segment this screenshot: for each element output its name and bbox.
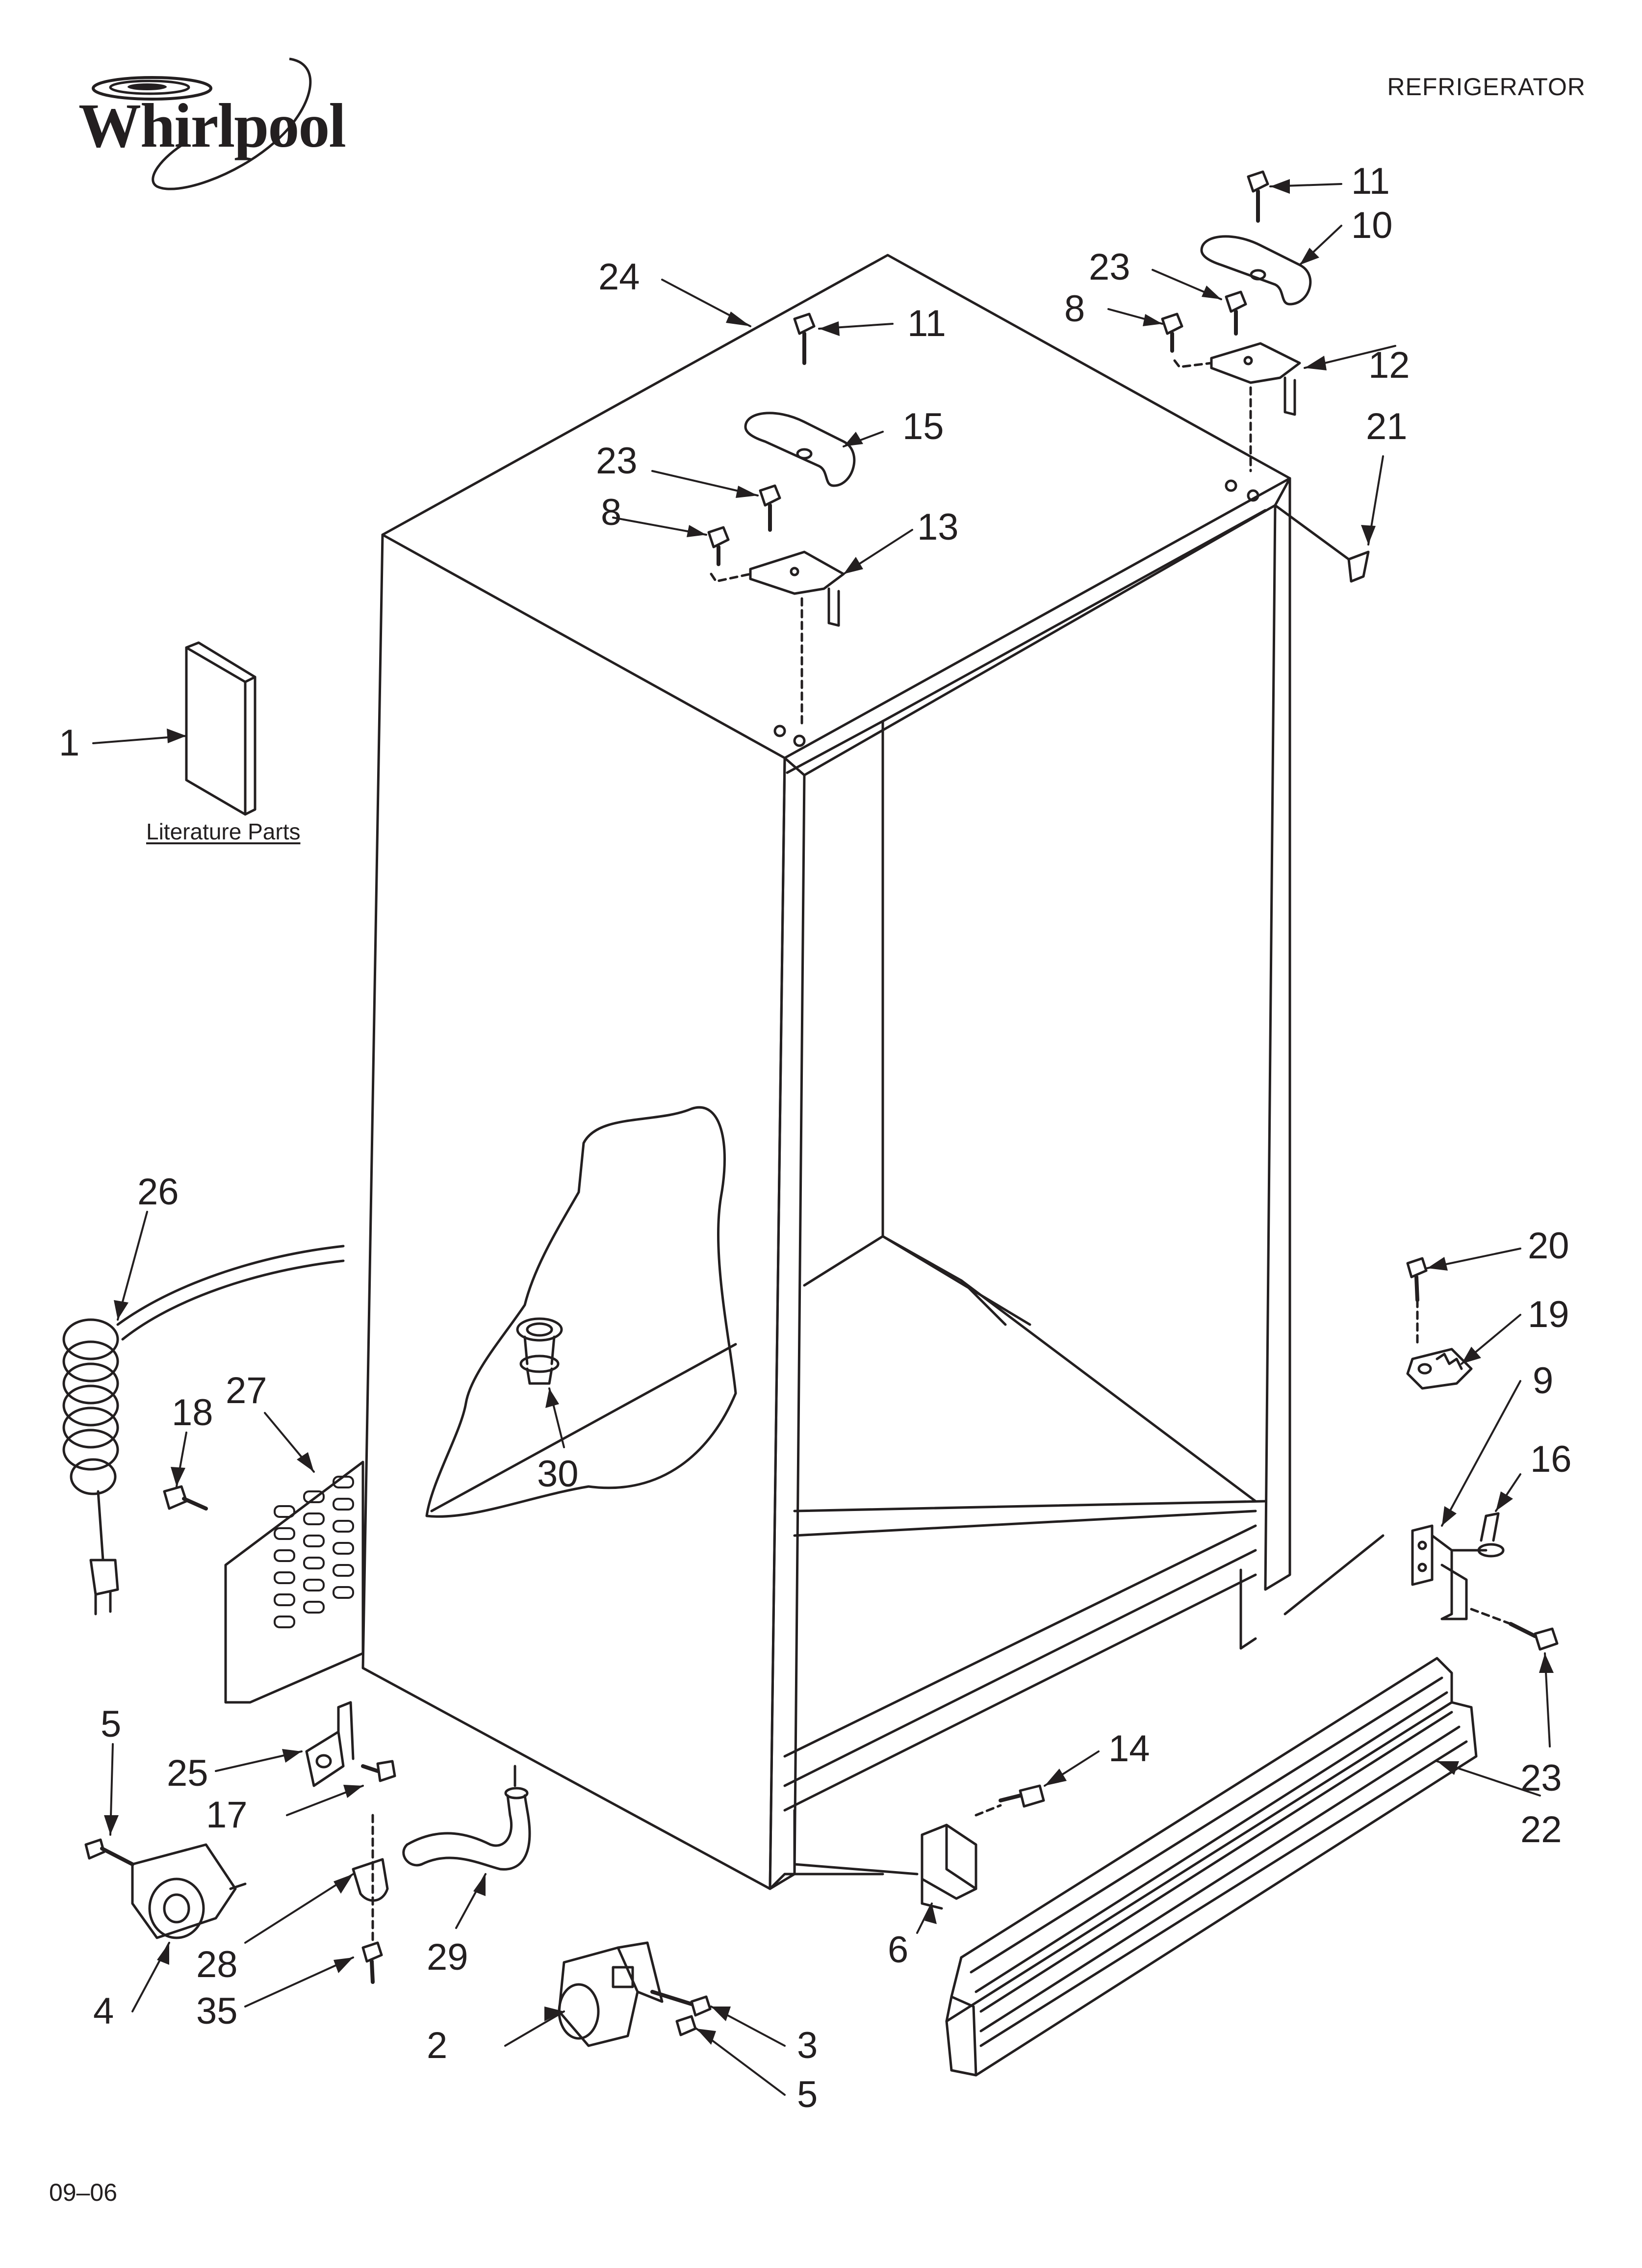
top-hinge-left-assembly [707, 313, 856, 747]
callout-24: 24 [598, 256, 640, 298]
top-hinge-right-assembly [1161, 170, 1312, 502]
part-19-hinge-cover [1406, 1348, 1473, 1390]
part-25-bracket [305, 1701, 355, 1787]
callout-3: 3 [797, 2025, 818, 2066]
callout-14: 14 [1108, 1728, 1150, 1770]
callout-30: 30 [537, 1453, 579, 1495]
callout-15: 15 [902, 406, 944, 447]
part-17-screw [361, 1760, 396, 1782]
callout-20: 20 [1528, 1225, 1569, 1267]
logo-swirl-icon [92, 57, 312, 190]
callout-21: 21 [1366, 406, 1408, 447]
part-5-screw-bottom [675, 2015, 697, 2036]
callout-25: 25 [167, 1752, 208, 1794]
callout-23-top-right: 23 [1089, 246, 1130, 288]
cabinet-shell [361, 254, 1385, 1890]
part-27-rear-grille [224, 1460, 364, 1704]
callout-4: 4 [93, 1990, 114, 2032]
part-18-screw [163, 1485, 208, 1511]
part-1-literature-booklet [185, 641, 257, 816]
callout-2: 2 [427, 2025, 447, 2066]
part-9-lower-hinge [1411, 1524, 1488, 1620]
part-6-grille-clip [921, 1824, 977, 1910]
callout-18: 18 [172, 1392, 213, 1434]
callout-26: 26 [137, 1171, 179, 1213]
part-2-rear-roller [558, 1941, 664, 2047]
callout-28: 28 [196, 1944, 238, 1985]
callout-8-left: 8 [601, 492, 621, 533]
leader-arrowheads [104, 179, 1554, 2045]
part-21-clip [1274, 504, 1370, 583]
callout-23-lower: 23 [1520, 1757, 1562, 1799]
callout-12: 12 [1368, 344, 1410, 386]
part-16-hinge-pin [1440, 1512, 1505, 1620]
part-29-drain-tube [402, 1765, 531, 1871]
callout-5-bottom: 5 [797, 2074, 818, 2115]
callout-19: 19 [1528, 1294, 1569, 1335]
part-4-front-roller [131, 1843, 247, 1939]
callout-13: 13 [917, 506, 959, 548]
part-30-drain-plug [516, 1317, 563, 1385]
callout-1: 1 [59, 722, 79, 764]
logo-wordmark: Whirlpool [78, 91, 346, 160]
callout-6: 6 [888, 1929, 908, 1971]
callout-22: 22 [1520, 1809, 1562, 1851]
callout-17: 17 [206, 1794, 248, 1836]
part-22-toe-grille [945, 1657, 1478, 2077]
page-title: REFRIGERATOR [1387, 73, 1586, 101]
callout-35: 35 [196, 1990, 238, 2032]
callout-11-left: 11 [907, 303, 946, 344]
part-35-screw [361, 1941, 383, 1984]
callout-11-right: 11 [1351, 160, 1390, 202]
callout-29: 29 [427, 1936, 468, 1978]
part-14-screw [975, 1784, 1045, 1817]
callout-16: 16 [1530, 1438, 1572, 1480]
revision-code: 09–06 [49, 2179, 118, 2206]
part-28-clamp [352, 1814, 389, 1944]
part-26-power-cord [62, 1245, 345, 1616]
literature-parts-label: Literature Parts [146, 819, 301, 844]
callout-23-top-left: 23 [596, 440, 638, 482]
callout-9: 9 [1533, 1360, 1553, 1402]
part-5-screw-left [84, 1838, 134, 1866]
part-3-screw [650, 1990, 712, 2017]
callout-labels: 24 11 10 23 8 12 21 11 15 23 8 13 1 26 2… [59, 160, 1572, 2115]
whirlpool-logo: Whirlpool [59, 49, 353, 206]
part-20-screw [1406, 1257, 1428, 1346]
callout-8-right: 8 [1064, 288, 1085, 330]
callout-27: 27 [226, 1370, 267, 1411]
callout-10: 10 [1351, 205, 1393, 246]
part-23-screw-lower [1470, 1608, 1559, 1651]
callout-5-left: 5 [101, 1703, 121, 1745]
